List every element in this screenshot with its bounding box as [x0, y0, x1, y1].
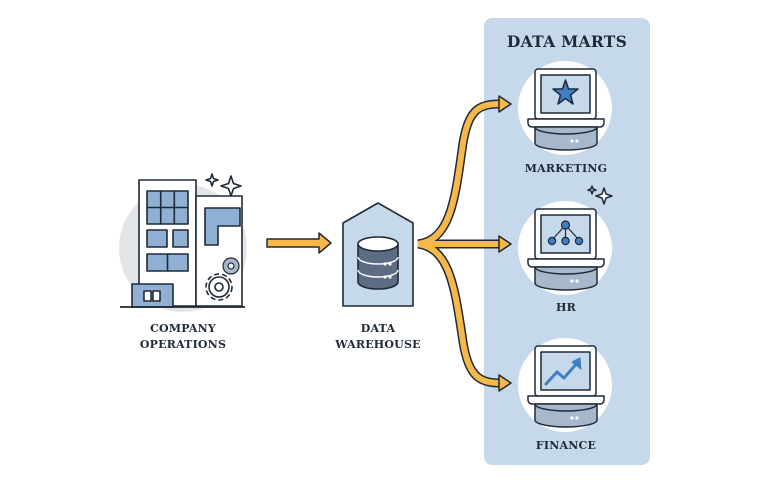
arrow-to-warehouse [266, 232, 332, 254]
data-warehouse-label: DATA WAREHOUSE [318, 321, 438, 353]
company-operations-label: COMPANY OPERATIONS [120, 321, 246, 353]
growth-chart-icon [544, 357, 582, 386]
company-operations-label-line1: COMPANY [150, 322, 216, 335]
data-marts-title: DATA MARTS [506, 32, 628, 51]
hr-mart-icon [518, 185, 613, 295]
star-icon [552, 79, 579, 105]
mart-label-marketing: MARKETING [524, 162, 608, 175]
warehouse-icon [342, 202, 414, 307]
mart-label-hr: HR [556, 301, 576, 314]
branch-arrows [417, 95, 512, 392]
marketing-mart-icon [518, 61, 612, 155]
data-warehouse-label-line1: DATA [360, 322, 396, 335]
company-operations-label-line2: OPERATIONS [139, 338, 227, 351]
org-chart-icon [547, 220, 584, 246]
data-warehouse-label-line2: WAREHOUSE [335, 338, 421, 351]
company-building-icon [119, 173, 247, 312]
mart-label-finance: FINANCE [535, 439, 597, 452]
finance-mart-icon [518, 338, 612, 432]
